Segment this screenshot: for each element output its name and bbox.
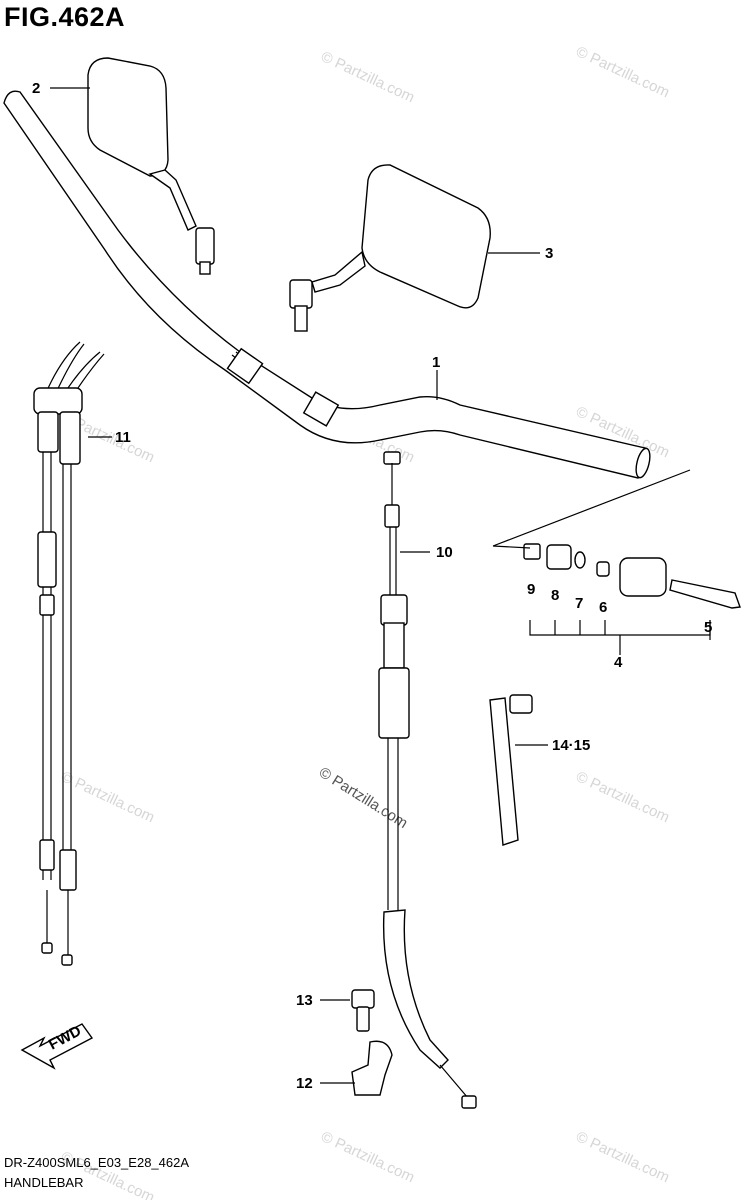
callout-8: 8 bbox=[551, 587, 559, 604]
watermark-center-text: © Partzilla.com bbox=[316, 764, 411, 832]
callout-3: 3 bbox=[545, 245, 553, 262]
bar-end-part-9[interactable] bbox=[523, 543, 541, 560]
callout-9: 9 bbox=[527, 581, 535, 598]
mirror-left-part-2[interactable] bbox=[87, 57, 215, 275]
cable-holder-part-12[interactable] bbox=[351, 1040, 393, 1096]
watermark-text: © Partzilla.com bbox=[58, 768, 157, 826]
throttle-cables-part-11[interactable] bbox=[33, 341, 105, 966]
watermark-text: © Partzilla.com bbox=[318, 1128, 417, 1186]
handlebar-part-1[interactable] bbox=[3, 90, 652, 479]
leader-bracket bbox=[529, 620, 711, 650]
callout-14-15: 14·15 bbox=[552, 737, 590, 754]
watermark-text: © Partzilla.com bbox=[318, 48, 417, 106]
fwd-arrow-icon: FWD bbox=[20, 1022, 94, 1070]
bar-end-part-7[interactable] bbox=[574, 551, 586, 569]
callout-11: 11 bbox=[115, 429, 131, 446]
cable-tie-part-14-15[interactable] bbox=[489, 694, 533, 846]
callout-5: 5 bbox=[704, 619, 712, 636]
bolt-part-5[interactable] bbox=[669, 579, 741, 609]
bar-end-part-8[interactable] bbox=[546, 544, 572, 570]
clutch-cable-part-10[interactable] bbox=[378, 451, 477, 1109]
callout-10: 10 bbox=[436, 544, 453, 561]
figure-title: FIG.462A bbox=[4, 2, 126, 32]
bar-end-weight-part-4[interactable] bbox=[619, 557, 667, 597]
watermark-text: © Partzilla.com bbox=[573, 768, 672, 826]
callout-labels: 1 2 3 4 5 6 7 8 9 10 11 12 13 14·15 bbox=[32, 80, 712, 1092]
watermark-text: © Partzilla.com bbox=[573, 1128, 672, 1186]
callout-4: 4 bbox=[614, 654, 623, 671]
leader-line bbox=[492, 469, 691, 547]
callout-13: 13 bbox=[296, 992, 313, 1009]
callout-12: 12 bbox=[296, 1075, 313, 1092]
figure-code: DR-Z400SML6_E03_E28_462A bbox=[4, 1155, 190, 1170]
callout-2: 2 bbox=[32, 80, 40, 97]
callout-1: 1 bbox=[432, 354, 440, 371]
callout-6: 6 bbox=[599, 599, 607, 616]
figure-caption: HANDLEBAR bbox=[4, 1175, 84, 1190]
leader-lines bbox=[50, 87, 711, 1084]
leader-line bbox=[492, 545, 531, 549]
watermark-text: © Partzilla.com bbox=[573, 43, 672, 101]
callout-7: 7 bbox=[575, 595, 583, 612]
bolt-part-13[interactable] bbox=[351, 989, 375, 1032]
mirror-right-part-3[interactable] bbox=[289, 164, 491, 332]
bar-end-part-6[interactable] bbox=[596, 561, 610, 577]
